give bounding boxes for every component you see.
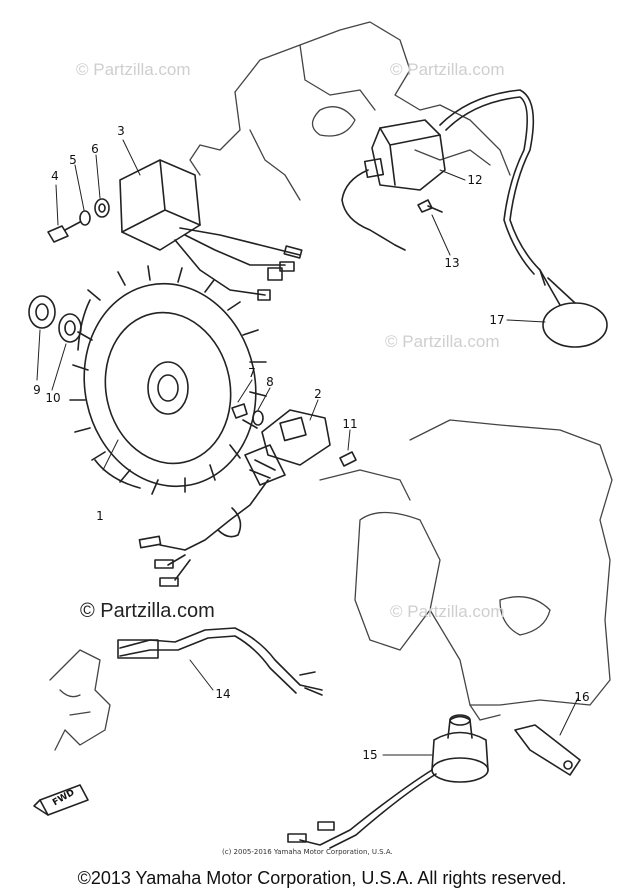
watermark-lower-left: © Partzilla.com <box>80 600 215 622</box>
callout-15: 15 <box>362 748 378 762</box>
cdi-washer-small <box>79 210 91 226</box>
leader-lines <box>36 139 579 756</box>
callout-2: 2 <box>314 387 322 401</box>
engine-block-lower-outline <box>319 419 613 721</box>
pulser-coil <box>138 409 331 587</box>
cdi-washer-large <box>94 198 110 218</box>
callout-3: 3 <box>117 124 125 138</box>
flywheel <box>69 265 267 495</box>
pulser-screw <box>231 403 248 419</box>
mounting-bracket-outline <box>49 649 111 751</box>
callout-4: 4 <box>51 169 59 183</box>
callout-6: 6 <box>91 142 99 156</box>
callout-5: 5 <box>69 153 77 167</box>
callout-8: 8 <box>266 375 274 389</box>
forward-arrow <box>33 784 89 816</box>
callout-10: 10 <box>45 391 61 405</box>
pulser-washer <box>252 410 264 426</box>
callout-17: 17 <box>489 313 505 327</box>
sensor-lead <box>117 627 323 696</box>
flywheel-nut <box>28 295 56 329</box>
callout-14: 14 <box>215 687 231 701</box>
engine-block-top-outline <box>189 21 511 201</box>
watermark-top-right: © Partzilla.com <box>390 60 505 79</box>
cdi-unit <box>119 159 303 301</box>
watermark-lower-right: © Partzilla.com <box>390 602 505 621</box>
callout-12: 12 <box>467 173 483 187</box>
woodruff-key <box>339 451 357 467</box>
callout-1: 1 <box>96 509 104 523</box>
callout-7: 7 <box>248 366 256 380</box>
sensor-bracket <box>514 724 581 776</box>
watermark-top-left: © Partzilla.com <box>76 60 191 79</box>
cdi-bolt <box>47 221 81 243</box>
callout-13: 13 <box>444 256 460 270</box>
ignition-coil <box>341 119 446 251</box>
callout-9: 9 <box>33 383 41 397</box>
copyright-fineprint: (c) 2005-2016 Yamaha Motor Corporation, … <box>222 848 393 856</box>
thermo-switch <box>287 714 489 849</box>
flywheel-washer <box>58 313 82 343</box>
copyright-footer: ©2013 Yamaha Motor Corporation, U.S.A. A… <box>77 868 567 888</box>
spark-plug-cap-lead <box>439 89 608 348</box>
coil-screw <box>417 199 443 213</box>
callout-11: 11 <box>342 417 358 431</box>
watermark-middle-right: © Partzilla.com <box>385 332 500 351</box>
callout-16: 16 <box>574 690 590 704</box>
